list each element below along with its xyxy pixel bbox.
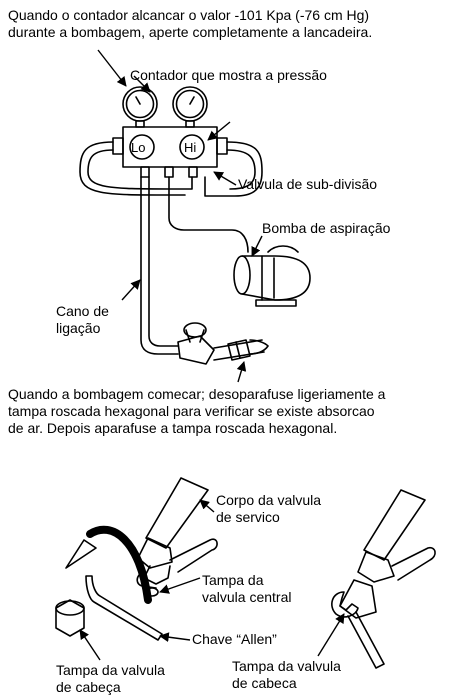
connecting-pipe-label-line2: ligação — [56, 320, 101, 336]
top-instruction-line1: Quando o contador alcancar o valor -101 … — [8, 7, 370, 23]
valve-body-label-line2: de servico — [216, 509, 280, 525]
left-head-cap-label-line1: Tampa da valvula — [56, 662, 165, 678]
left-head-cap-label-line2: de cabeça — [56, 679, 121, 695]
hi-knob — [179, 134, 205, 160]
arrow-to-hex-cap — [236, 361, 247, 383]
gauge-label: Contador que mostra a pressão — [130, 67, 327, 83]
lo-knob-label: Lo — [131, 140, 146, 155]
right-head-cap-label-line1: Tampa da valvula — [232, 658, 341, 674]
middle-instruction-line2: tampa roscada hexagonal para verificar s… — [8, 403, 375, 419]
allen-key-label: Chave “Allen” — [192, 631, 277, 647]
arrow-to-hi-knob — [207, 121, 231, 141]
arrow-to-left-cap — [79, 629, 101, 661]
hoses — [79, 141, 263, 355]
hi-knob-label: Hi — [184, 140, 197, 155]
arrow-to-pipe — [121, 279, 141, 301]
service-valve-right — [331, 489, 436, 669]
lo-knob — [129, 134, 155, 160]
arrow-to-gauge — [97, 49, 127, 87]
arrow-to-central-cap — [159, 577, 201, 594]
vacuum-pump — [233, 245, 311, 307]
service-valve-left — [55, 477, 218, 641]
central-cap-label-line1: Tampa da — [202, 572, 264, 588]
right-head-cap-label-line2: de cabeca — [232, 675, 297, 691]
arrow-to-allen-key — [159, 632, 191, 643]
middle-instruction-line1: Quando a bombagem comecar; desoparafuse … — [8, 386, 386, 402]
arrow-to-valve-body — [199, 499, 215, 513]
vacuum-pump-label: Bomba de aspiração — [262, 220, 391, 236]
central-cap-label-line2: valvula central — [202, 589, 292, 605]
valve-body-label-line1: Corpo da valvula — [216, 492, 322, 508]
top-instruction-line2: durante a bombagem, aperte completamente… — [8, 24, 373, 40]
arrow-to-pump — [251, 235, 263, 257]
arrow-to-subvalve — [213, 171, 237, 186]
arrow-gauge-label — [133, 75, 151, 93]
manifold-gauge-set — [112, 86, 228, 178]
middle-instruction-line3: de ar. Depois aparafuse a tampa roscada … — [8, 420, 338, 436]
service-valve-top — [177, 322, 269, 365]
subdivision-valve-label: Valvula de sub-divisão — [238, 176, 378, 192]
arrow-to-right-cap — [317, 613, 345, 657]
connecting-pipe-label-line1: Cano de — [56, 303, 109, 319]
